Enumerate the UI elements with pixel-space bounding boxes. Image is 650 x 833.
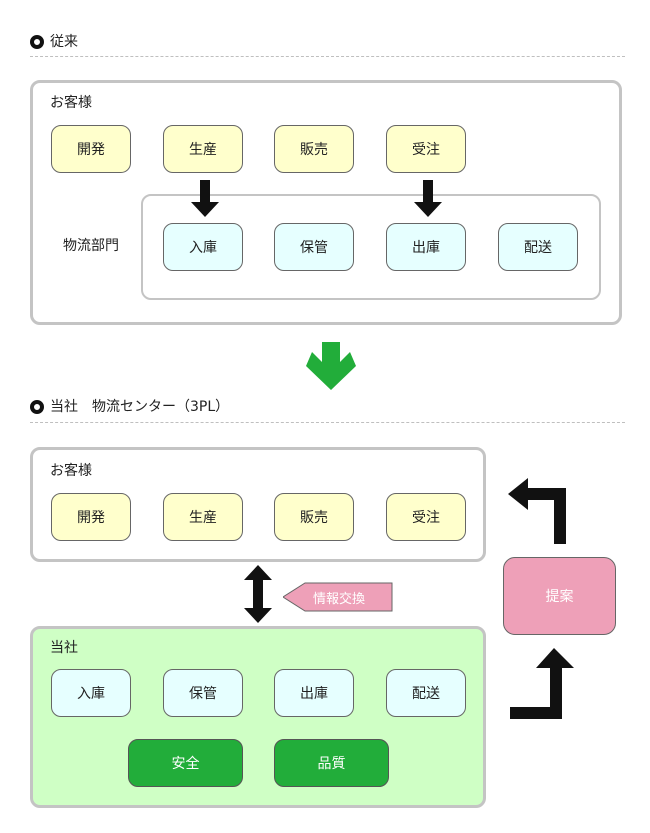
logistics-item-delivery: 配送 (498, 223, 578, 271)
section-title-before: 従来 (30, 34, 78, 50)
company-item-delivery: 配送 (386, 669, 466, 717)
logistics-dept-label: 物流部門 (63, 238, 119, 254)
customer-item-production: 生産 (163, 493, 243, 541)
elbow-arrow-left-icon (508, 478, 566, 544)
left-pointing-tag-icon (283, 582, 393, 612)
customer-label-after: お客様 (50, 463, 92, 479)
company-frame (30, 626, 486, 808)
section-title-after: 当社 物流センター（3PL） (30, 399, 229, 415)
company-item-receiving: 入庫 (51, 669, 131, 717)
customer-item-production: 生産 (163, 125, 243, 173)
section-divider (30, 422, 625, 423)
proposal-box: 提案 (503, 557, 616, 635)
circle-bullet-icon (30, 400, 44, 414)
customer-item-development: 開発 (51, 493, 131, 541)
section-title-after-text: 当社 物流センター（3PL） (50, 399, 230, 415)
info-exchange-label: 情報交換 (313, 592, 366, 607)
customer-label-before: お客様 (50, 95, 92, 111)
double-arrow-icon (244, 565, 272, 623)
transition-down-arrow-icon (306, 342, 356, 390)
customer-item-sales: 販売 (274, 125, 354, 173)
logistics-item-receiving: 入庫 (163, 223, 243, 271)
elbow-arrow-up-icon (510, 648, 574, 719)
customer-item-orders: 受注 (386, 125, 466, 173)
section-title-before-text: 従来 (50, 34, 78, 50)
down-arrow-icon (191, 180, 219, 217)
circle-bullet-icon (30, 35, 44, 49)
logistics-item-shipping: 出庫 (386, 223, 466, 271)
customer-item-orders: 受注 (386, 493, 466, 541)
company-label: 当社 (50, 640, 78, 656)
company-item-shipping: 出庫 (274, 669, 354, 717)
info-exchange-tag: 情報交換 (283, 582, 393, 612)
down-arrow-icon (414, 180, 442, 217)
quality-item-safety: 安全 (128, 739, 243, 787)
customer-item-sales: 販売 (274, 493, 354, 541)
quality-item-quality: 品質 (274, 739, 389, 787)
logistics-item-storage: 保管 (274, 223, 354, 271)
customer-item-development: 開発 (51, 125, 131, 173)
section-divider (30, 56, 625, 57)
company-item-storage: 保管 (163, 669, 243, 717)
